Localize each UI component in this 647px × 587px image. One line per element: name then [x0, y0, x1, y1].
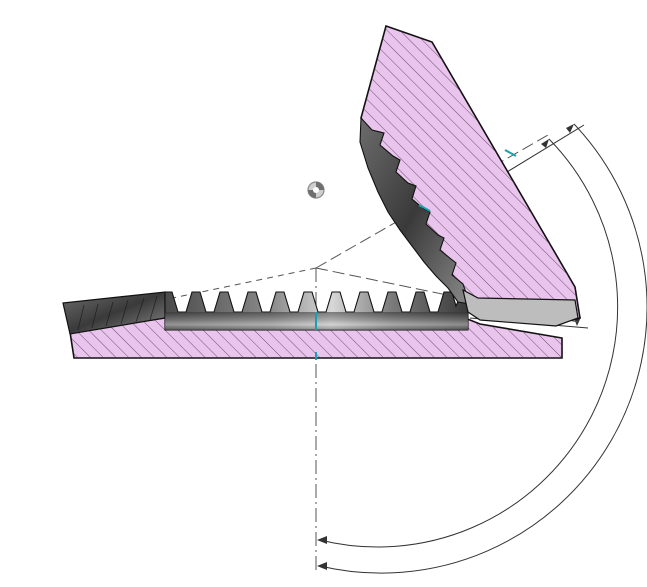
arrowhead-bottom [317, 562, 327, 570]
mesh-contact-strip [462, 288, 579, 327]
origin-triad-icon[interactable] [307, 181, 325, 199]
pinion-gear-teeth [359, 116, 471, 305]
axis-markers [315, 149, 517, 360]
angle-dimension-arc-outer [319, 123, 647, 574]
crown-gear-left-rim-teeth [77, 295, 158, 331]
pinion-gear-section-hatch [361, 26, 580, 324]
dimension-extension-line-upper [506, 124, 585, 173]
angle-dimension-arc-inner [319, 138, 619, 548]
arrowhead-bottom-inner [317, 536, 327, 544]
crown-gear-teeth [164, 291, 469, 331]
arrowhead-top-inner [541, 139, 549, 148]
arrowhead-top [566, 124, 574, 133]
